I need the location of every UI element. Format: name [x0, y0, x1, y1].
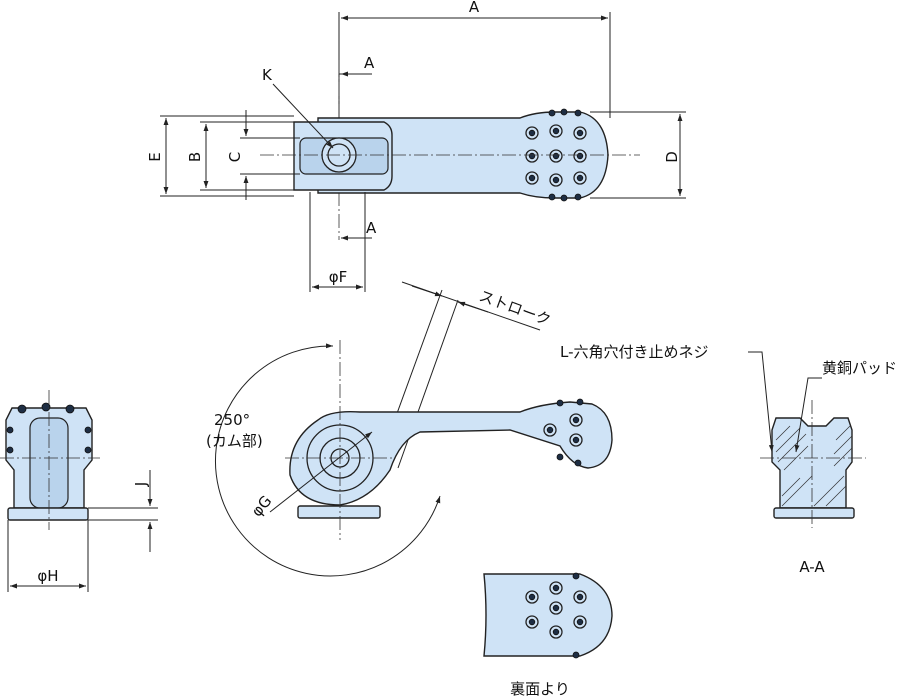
- dim-phig-label: φG: [248, 492, 276, 520]
- cam-part-label: (カム部): [206, 432, 263, 450]
- side-view: J φH: [0, 390, 158, 592]
- back-view-caption: 裏面より: [510, 680, 570, 698]
- top-bolt-pattern: [525, 108, 587, 202]
- side-bolt-heads: [6, 402, 92, 454]
- front-bolts: [543, 398, 584, 467]
- back-bolt-pattern: [525, 572, 587, 659]
- section-title: A-A: [799, 558, 825, 576]
- section-a-lower-label: A: [366, 219, 377, 237]
- section-hatching: [775, 425, 853, 507]
- angle-label: 250°: [214, 411, 250, 429]
- dim-c-label: C: [226, 152, 244, 162]
- back-view: 裏面より: [483, 572, 613, 698]
- dim-phif-label: φF: [329, 268, 348, 286]
- side-base: [7, 507, 89, 521]
- section-a-upper-label: A: [364, 54, 375, 72]
- dim-e-label: E: [146, 152, 164, 161]
- section-base: [773, 507, 855, 519]
- front-arm: [289, 401, 613, 506]
- front-base: [297, 505, 381, 519]
- screw-label: L-六角穴付き止めネジ: [560, 343, 709, 361]
- dim-phih-label: φH: [37, 567, 58, 585]
- back-pad-body: [483, 573, 613, 657]
- top-view: A A A: [146, 0, 686, 292]
- front-view: 250° (カム部) ストローク φG: [206, 281, 613, 577]
- dim-b-label: B: [186, 152, 204, 162]
- rotation-arc: [215, 343, 441, 577]
- dim-d-label: D: [663, 151, 681, 163]
- dim-j-label: J: [132, 482, 150, 487]
- dim-a-label: A: [469, 0, 480, 16]
- brass-pad-label: 黄銅パッド: [822, 359, 897, 377]
- k-label: K: [262, 66, 273, 84]
- section-aa-view: L-六角穴付き止めネジ 黄銅パッド A-A: [560, 343, 897, 576]
- stroke-label: ストローク: [477, 287, 554, 330]
